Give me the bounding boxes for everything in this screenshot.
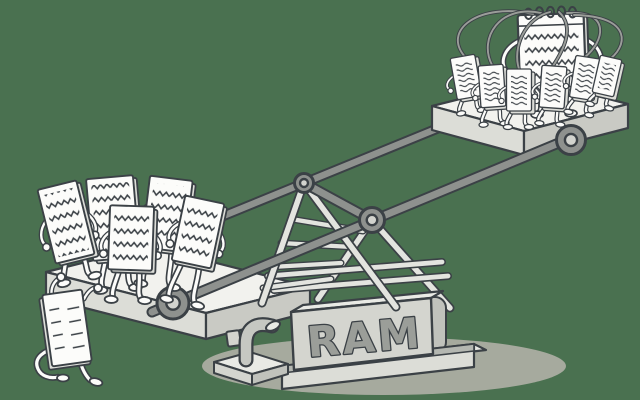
pivot-hub-far-hole (298, 177, 310, 189)
climber-hand (93, 283, 103, 293)
tab-page-lines (112, 211, 150, 266)
tab-hand (498, 97, 505, 105)
tab-page-lines (43, 187, 89, 258)
tab-hand (447, 87, 454, 95)
tab-foot (555, 121, 566, 128)
tab-foot (159, 294, 174, 304)
wire (552, 11, 568, 67)
pipe-opening (264, 320, 282, 332)
tab-hand (98, 249, 109, 259)
tab-character (470, 63, 515, 128)
tab-character (497, 68, 541, 131)
tab-page-lines (177, 202, 219, 263)
tab-foot (103, 294, 119, 304)
wire (566, 12, 602, 58)
tab-page-lines (574, 62, 596, 95)
tab-foot (456, 110, 467, 117)
tab-page-lines (483, 70, 502, 103)
trestle-cross-bar (265, 259, 445, 279)
climber-foot (88, 377, 104, 387)
tab-page-lines (511, 75, 527, 106)
tab-hand (165, 238, 175, 249)
climber-hand (56, 272, 66, 282)
wire (486, 10, 542, 66)
tab-foot (87, 270, 103, 281)
tab-foot (502, 123, 514, 131)
climbing-tab-character (33, 272, 104, 387)
tab-character (159, 194, 228, 311)
trestle-rung (268, 260, 344, 270)
ram-label: RAM (305, 308, 424, 367)
seesaw-near-rail (146, 129, 584, 318)
tab-foot (190, 300, 206, 311)
wire-bundle (456, 9, 624, 71)
trestle-front-right-leg (301, 180, 399, 310)
tab-character (36, 179, 103, 289)
block-front (289, 296, 435, 372)
tab-hand (562, 82, 570, 90)
tab-hand (472, 94, 479, 102)
tab-hand (531, 93, 539, 100)
climber-foot (56, 373, 70, 383)
trestle-cross-bar (271, 273, 451, 293)
right-platform-ring-hole (563, 132, 579, 148)
pivot-hub-near-hole (365, 213, 379, 227)
tab-foot (534, 119, 545, 127)
tab-page-lines (455, 61, 477, 94)
right-tab-group (445, 5, 625, 131)
tab-foot (603, 105, 615, 112)
wire (516, 11, 551, 70)
tab-foot (584, 100, 595, 108)
tab-foot (584, 111, 595, 119)
tab-page-lines (597, 62, 617, 91)
tab-character (98, 204, 163, 306)
left-tab-group (36, 174, 228, 311)
climber-page-lines (48, 297, 86, 359)
tab-foot (523, 123, 535, 131)
ram-base: RAM (213, 289, 488, 391)
tab-foot (563, 108, 574, 116)
tab-character (584, 54, 625, 112)
small-tab-row (445, 53, 625, 131)
tab-page-lines (543, 71, 562, 104)
tab-foot (137, 296, 153, 306)
trestle-front-left-leg (259, 180, 307, 306)
tab-hand (41, 242, 52, 252)
pipe-assembly (213, 317, 289, 386)
wire (573, 14, 623, 62)
trestle-rung (260, 276, 334, 291)
tab-foot (478, 121, 489, 128)
